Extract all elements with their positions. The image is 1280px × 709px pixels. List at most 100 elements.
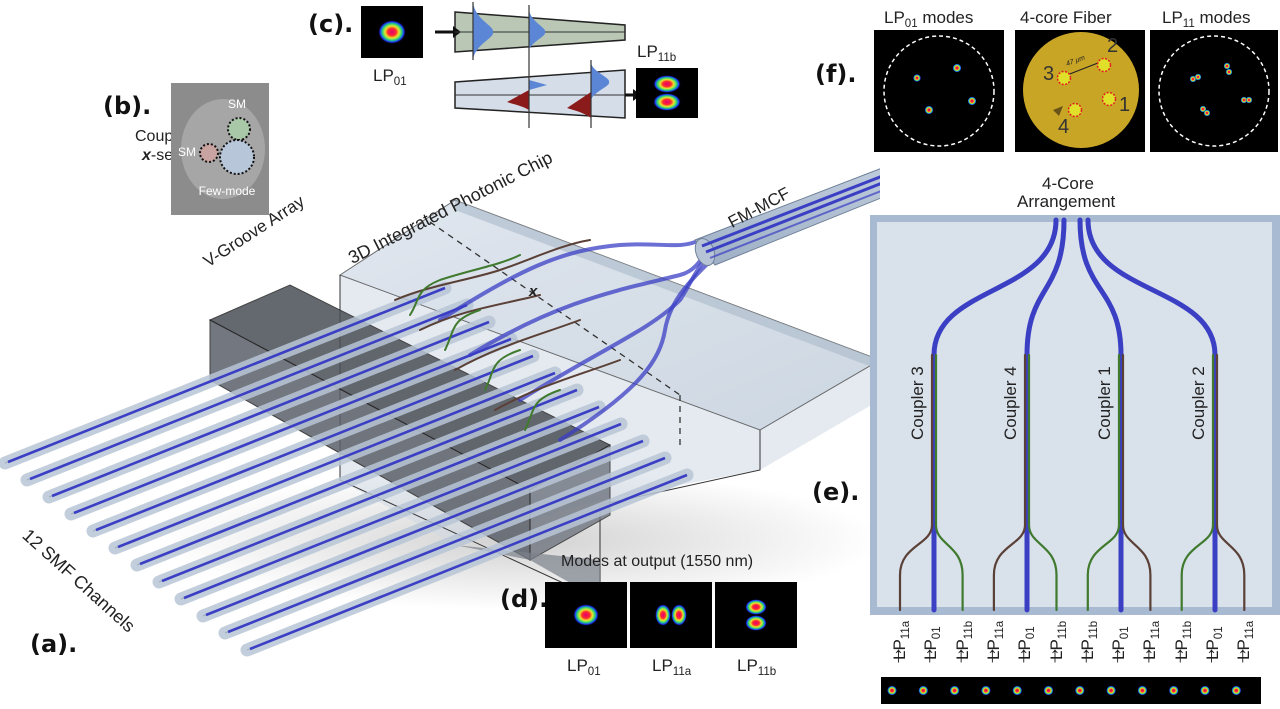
coupler-waveguide-group	[992, 217, 1067, 613]
core-1	[1101, 91, 1117, 107]
mode-sub: 11a	[993, 620, 1006, 640]
coupler-label: Coupler 2	[1189, 366, 1208, 440]
mode-sub: 11b	[757, 666, 777, 679]
input-spot	[980, 685, 991, 696]
arrow-up-icon: ↑	[1206, 642, 1217, 667]
coupler-waveguide-group	[898, 217, 1059, 613]
arrow-up-icon: ↑	[1143, 642, 1155, 667]
mode-sub: 01	[1119, 626, 1132, 640]
mode-base: LP	[652, 656, 673, 675]
mode-sub: 11a	[672, 666, 692, 679]
few-mode-core	[219, 139, 255, 175]
mode-sub: 11b	[1087, 620, 1100, 640]
coupler-cross-section-image: SM SM Few-mode	[171, 83, 269, 215]
mode-base: LP	[373, 66, 394, 85]
mode-sub: 01	[393, 76, 407, 89]
input-spot	[1074, 685, 1085, 696]
input-spot	[1043, 685, 1054, 696]
four-core-fiber-title: 4-core Fiber	[1020, 8, 1112, 27]
arrow-up-icon: ↑	[955, 642, 967, 667]
mode-sub: 01	[1025, 626, 1038, 640]
core-number-4: 4	[1058, 116, 1069, 138]
title-base: LP	[1162, 8, 1183, 27]
core-number-2: 2	[1107, 35, 1118, 57]
arrow-up-icon: ↑	[924, 642, 936, 667]
arrow-up-icon: ↑	[1237, 642, 1249, 667]
lp01-modes-title: LP01 modes	[884, 8, 973, 30]
sm-core-red	[199, 143, 219, 163]
panel-c-label: (c).	[308, 10, 354, 38]
input-spot	[1137, 685, 1148, 696]
core-3	[1056, 70, 1072, 86]
panel-d-label: (d).	[500, 585, 549, 613]
arrow-up-icon: ↑	[1112, 642, 1124, 667]
photonic-chip-3d-illustration	[0, 168, 880, 657]
core-number-1: 1	[1119, 94, 1130, 116]
arrow-up-icon: ↑	[1018, 642, 1030, 667]
mode-label: LP01	[567, 656, 601, 678]
smf-fiber	[240, 468, 694, 657]
coupler-label: Coupler 1	[1095, 366, 1114, 440]
input-spot	[918, 685, 929, 696]
title-rest: modes	[1194, 8, 1251, 27]
mode-image-lp11a	[630, 582, 712, 648]
mode-sub: 01	[587, 666, 601, 679]
smf-fiber	[86, 349, 540, 538]
chip-waveguides	[394, 238, 724, 442]
arrow-up-icon: ↑	[1080, 642, 1092, 667]
sm-label-left: SM	[178, 145, 196, 159]
smf-fiber-array	[0, 281, 694, 657]
mode-image-lp11b	[715, 582, 797, 648]
panel-b-label: (b).	[103, 92, 152, 120]
arrow-up-icon: ↑	[1049, 642, 1061, 667]
smf-fiber	[130, 383, 584, 572]
output-mode-label: LP11b	[637, 42, 676, 64]
panel-a-label: (a).	[30, 630, 78, 658]
lp11-modes-image	[1150, 30, 1278, 152]
sm-label-top: SM	[228, 97, 246, 111]
four-core-fiber-image: 47 µm 1 2 3 4	[1015, 30, 1145, 152]
title-sub: 01	[904, 18, 918, 31]
mode-sub: 11b	[962, 620, 975, 640]
core-4	[1067, 102, 1083, 118]
input-spot-array	[881, 677, 1261, 704]
mode-base: LP	[567, 656, 588, 675]
input-spot	[949, 685, 960, 696]
mode-conversion-schematic	[435, 2, 641, 128]
four-core-arrangement-diagram	[870, 215, 1280, 615]
lp11-modes-title: LP11 modes	[1162, 8, 1251, 30]
x-symbol: x	[142, 147, 151, 164]
panel-f-label: (f).	[815, 60, 857, 88]
mode-sub: 01	[931, 626, 944, 640]
input-spot	[1200, 685, 1210, 696]
mode-label: LP11a	[652, 656, 691, 678]
mode-sub: 11b	[1056, 620, 1069, 640]
mode-sub: 01	[1213, 626, 1226, 640]
arrow-up-icon: ↑	[986, 642, 998, 667]
few-mode-label: Few-mode	[199, 184, 256, 198]
core-2	[1096, 57, 1112, 73]
smf-fiber	[20, 298, 474, 487]
mode-label: LP11b	[737, 656, 776, 678]
modes-output-title: Modes at output (1550 nm)	[561, 553, 754, 570]
mode-image-lp01	[545, 582, 627, 648]
input-spot	[1012, 685, 1023, 696]
cross-section-line	[429, 221, 681, 396]
title-rest: modes	[917, 8, 974, 27]
input-spot	[1231, 685, 1242, 696]
smf-fiber	[42, 315, 496, 504]
arrangement-label-line2: Arrangement	[1017, 192, 1116, 211]
mode-base: LP	[637, 42, 658, 61]
core-number-3: 3	[1043, 63, 1054, 85]
mode-sub: 11a	[1150, 620, 1163, 640]
smf-fiber	[174, 417, 628, 606]
arrow-up-icon: ↑	[1174, 642, 1186, 667]
mode-sub: 11a	[1244, 620, 1257, 640]
input-spot	[1106, 685, 1117, 696]
cross-section-marker: x	[529, 283, 538, 300]
smf-fiber	[64, 332, 518, 521]
title-base: LP	[884, 8, 905, 27]
mode-sub: 11b	[1181, 620, 1194, 640]
smf-fiber	[152, 400, 606, 589]
input-spot	[1168, 685, 1179, 696]
